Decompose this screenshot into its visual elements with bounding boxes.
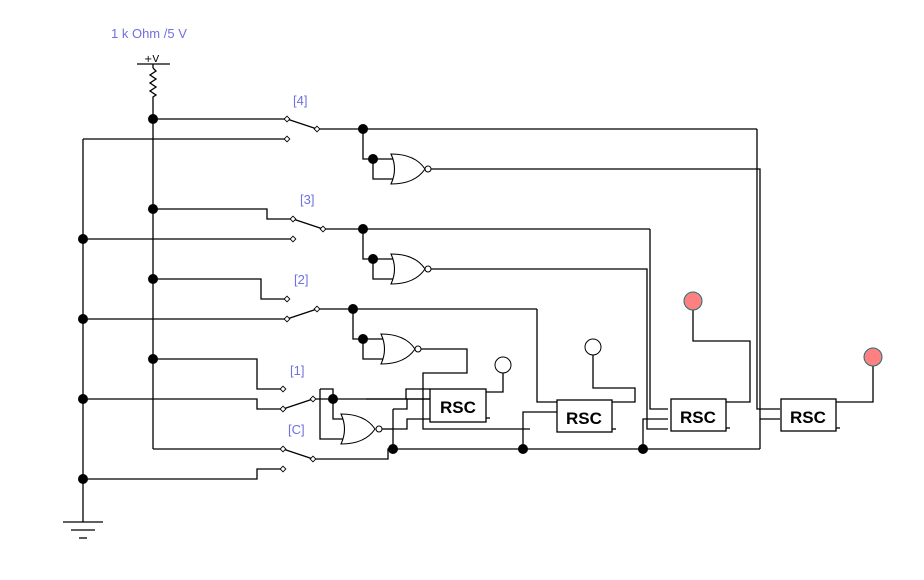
ground-icon <box>63 521 103 539</box>
svg-text:RSC: RSC <box>680 408 716 427</box>
rsc-flipflop-3: RSC <box>670 398 727 432</box>
switch-1[interactable]: [1] <box>83 358 466 413</box>
switch-1-label: [1] <box>290 363 304 378</box>
svg-text:RSC: RSC <box>440 398 476 417</box>
switch-2-label: [2] <box>294 272 308 287</box>
indicator-lamp-1 <box>494 356 512 374</box>
nor-gate-2 <box>380 333 422 365</box>
junction-nodes <box>78 114 648 484</box>
svg-text:RSC: RSC <box>790 408 826 427</box>
svg-text:+V: +V <box>144 54 159 65</box>
switch-3-label: [3] <box>300 192 314 207</box>
pullup-resistor <box>148 67 158 120</box>
switch-c-label: [C] <box>288 422 305 437</box>
nor-gate-4 <box>390 153 432 185</box>
rsc-flipflop-4: RSC <box>780 398 837 432</box>
switch-3[interactable]: [3] <box>83 192 650 243</box>
indicator-lamp-2 <box>584 338 602 356</box>
supply-label: 1 k Ohm /5 V <box>111 26 187 41</box>
switch-c[interactable]: [C] <box>83 422 393 480</box>
svg-text:RSC: RSC <box>566 409 602 428</box>
nor-gate-c <box>340 413 383 445</box>
rsc-flipflop-2: RSC <box>556 399 613 433</box>
switch-4-label: [4] <box>293 93 307 108</box>
switch-2[interactable]: [2] <box>83 272 537 323</box>
nor-gate-3 <box>390 253 432 285</box>
indicator-lamp-4 <box>863 347 883 367</box>
switch-4[interactable]: [4] <box>153 93 757 143</box>
indicator-lamp-3 <box>683 291 703 311</box>
supply-symbol: +V <box>137 54 170 68</box>
rsc-flipflop-1: RSC <box>429 388 487 423</box>
